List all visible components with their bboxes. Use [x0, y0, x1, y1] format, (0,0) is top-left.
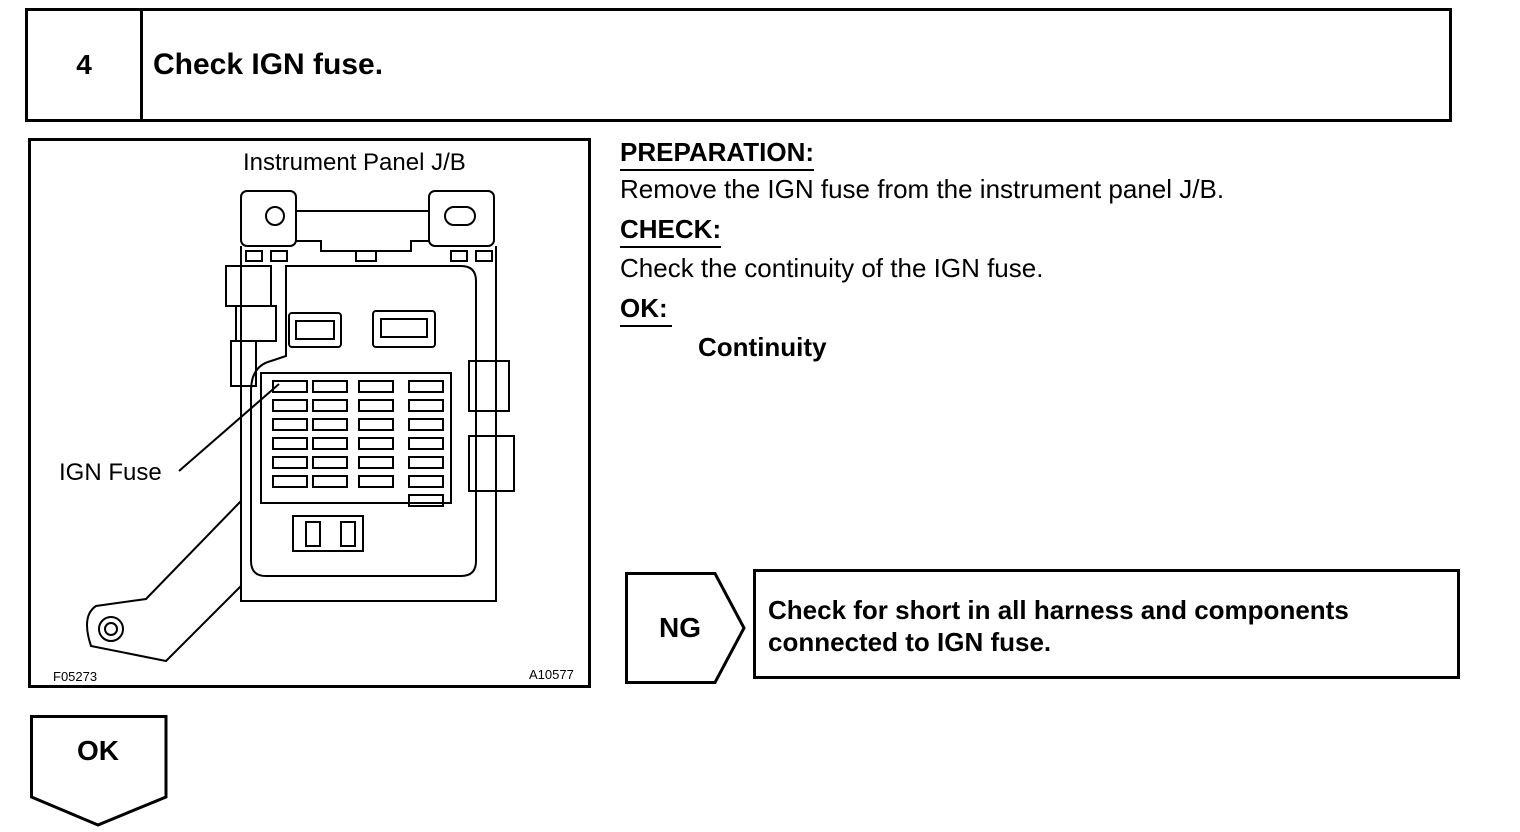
- fuse-slot: [312, 456, 348, 469]
- fuse-grid: [260, 372, 452, 504]
- ng-branch-tag: NG: [625, 572, 747, 684]
- bottom-relay-block: [292, 515, 364, 552]
- check-text: Check the continuity of the IGN fuse.: [620, 253, 1044, 283]
- mount-bracket: [86, 500, 242, 663]
- connector-left: [288, 312, 342, 348]
- preparation-heading: PREPARATION:: [620, 137, 815, 171]
- figure-code-right: A10577: [529, 667, 574, 682]
- step-number: 4: [28, 11, 143, 119]
- fuse-slot: [408, 437, 444, 450]
- fuse-slot: [408, 418, 444, 431]
- figure-code-left: F05273: [53, 669, 98, 684]
- fuse-slot: [358, 380, 394, 393]
- jb-housing: [240, 246, 497, 602]
- fuse-slot: [358, 418, 394, 431]
- ign-fuse-label: IGN Fuse: [59, 459, 162, 486]
- figure-title: Instrument Panel J/B: [243, 149, 466, 176]
- fuse-slot: [312, 437, 348, 450]
- check-heading: CHECK:: [620, 214, 722, 248]
- fuse-slot: [272, 380, 308, 393]
- step-header: 4 Check IGN fuse.: [25, 8, 1452, 122]
- fuse-slot: [272, 456, 308, 469]
- fuse-slot: [408, 494, 444, 507]
- left-mount-hole: [265, 206, 285, 226]
- fuse-slot: [358, 437, 394, 450]
- fuse-slot: [358, 399, 394, 412]
- fuse-slot: [408, 475, 444, 488]
- fuse-slot: [272, 418, 308, 431]
- connector-right: [372, 310, 436, 348]
- fuse-slot: [408, 380, 444, 393]
- ng-action-box: Check for short in all harness and compo…: [753, 569, 1460, 679]
- junction-block-diagram: [86, 190, 515, 663]
- fuse-slot: [312, 418, 348, 431]
- junction-block-figure: Instrument Panel J/B IGN Fuse F05273 A10…: [28, 138, 591, 688]
- bracket-hole: [98, 616, 124, 642]
- right-side-tab-2: [468, 435, 515, 492]
- right-mount-slot: [444, 206, 476, 226]
- jb-inner-body: [250, 265, 477, 577]
- fuse-slot: [272, 437, 308, 450]
- ok-label: OK: [77, 735, 119, 766]
- fuse-slot: [408, 399, 444, 412]
- top-plate: [295, 210, 430, 252]
- fuse-slot: [312, 399, 348, 412]
- step-title: Check IGN fuse.: [153, 48, 384, 81]
- ok-result: Continuity: [698, 332, 827, 362]
- top-tab: [355, 250, 377, 262]
- fuse-slot: [272, 475, 308, 488]
- left-mount-ear: [240, 190, 297, 247]
- left-side-tab-1: [225, 265, 272, 307]
- ng-action-line-2: connected to IGN fuse.: [768, 627, 1052, 657]
- fuse-slot: [358, 475, 394, 488]
- fuse-slot: [358, 456, 394, 469]
- fuse-slot: [312, 380, 348, 393]
- ng-action-line-1: Check for short in all harness and compo…: [768, 595, 1349, 625]
- fuse-slot: [272, 399, 308, 412]
- right-side-tab-1: [468, 360, 510, 412]
- ok-heading: OK:: [620, 293, 672, 327]
- fuse-slot: [312, 475, 348, 488]
- preparation-text: Remove the IGN fuse from the instrument …: [620, 174, 1225, 204]
- ng-label: NG: [659, 612, 701, 643]
- ok-branch-tag: OK: [30, 715, 170, 827]
- right-mount-ear: [428, 190, 495, 247]
- ign-fuse-leader: [178, 383, 280, 472]
- fuse-slot: [408, 456, 444, 469]
